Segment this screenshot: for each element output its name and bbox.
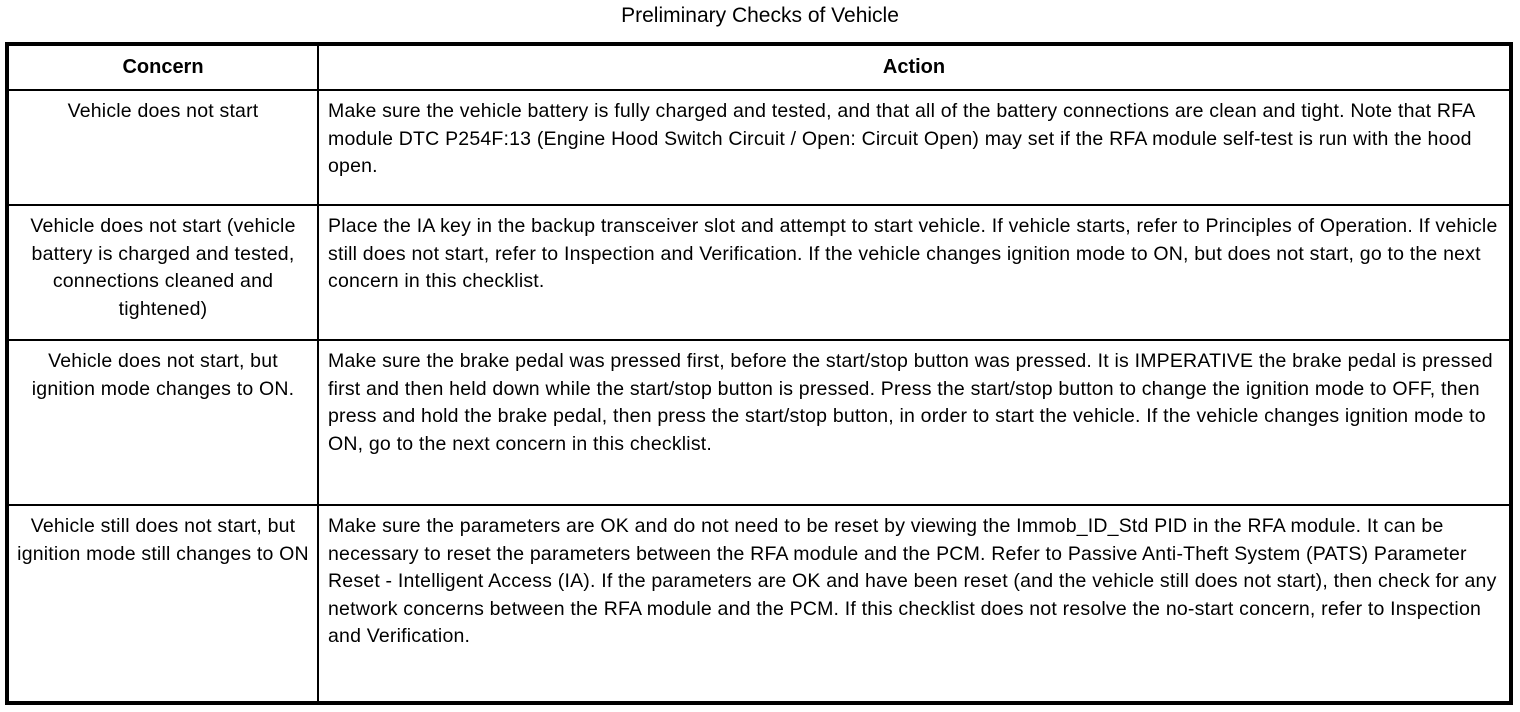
action-cell: Make sure the parameters are OK and do n… (317, 504, 1512, 704)
table-row: Vehicle does not start Make sure the veh… (6, 89, 1512, 206)
concern-cell: Vehicle does not start (6, 89, 319, 206)
concern-cell: Vehicle still does not start, but igniti… (6, 504, 319, 704)
action-cell: Place the IA key in the backup transceiv… (317, 204, 1512, 341)
table-row: Vehicle does not start (vehicle battery … (6, 204, 1512, 341)
preliminary-checks-table: Concern Action Vehicle does not start Ma… (5, 42, 1513, 705)
concern-cell: Vehicle does not start (vehicle battery … (6, 204, 319, 341)
concern-cell: Vehicle does not start, but ignition mod… (6, 339, 319, 506)
table-row: Vehicle does not start, but ignition mod… (6, 339, 1512, 506)
column-header-concern: Concern (6, 43, 319, 91)
page-title: Preliminary Checks of Vehicle (621, 4, 899, 27)
column-header-action: Action (317, 43, 1512, 91)
table-header-row: Concern Action (6, 43, 1512, 91)
action-cell: Make sure the vehicle battery is fully c… (317, 89, 1512, 206)
action-cell: Make sure the brake pedal was pressed fi… (317, 339, 1512, 506)
table-row: Vehicle still does not start, but igniti… (6, 504, 1512, 704)
